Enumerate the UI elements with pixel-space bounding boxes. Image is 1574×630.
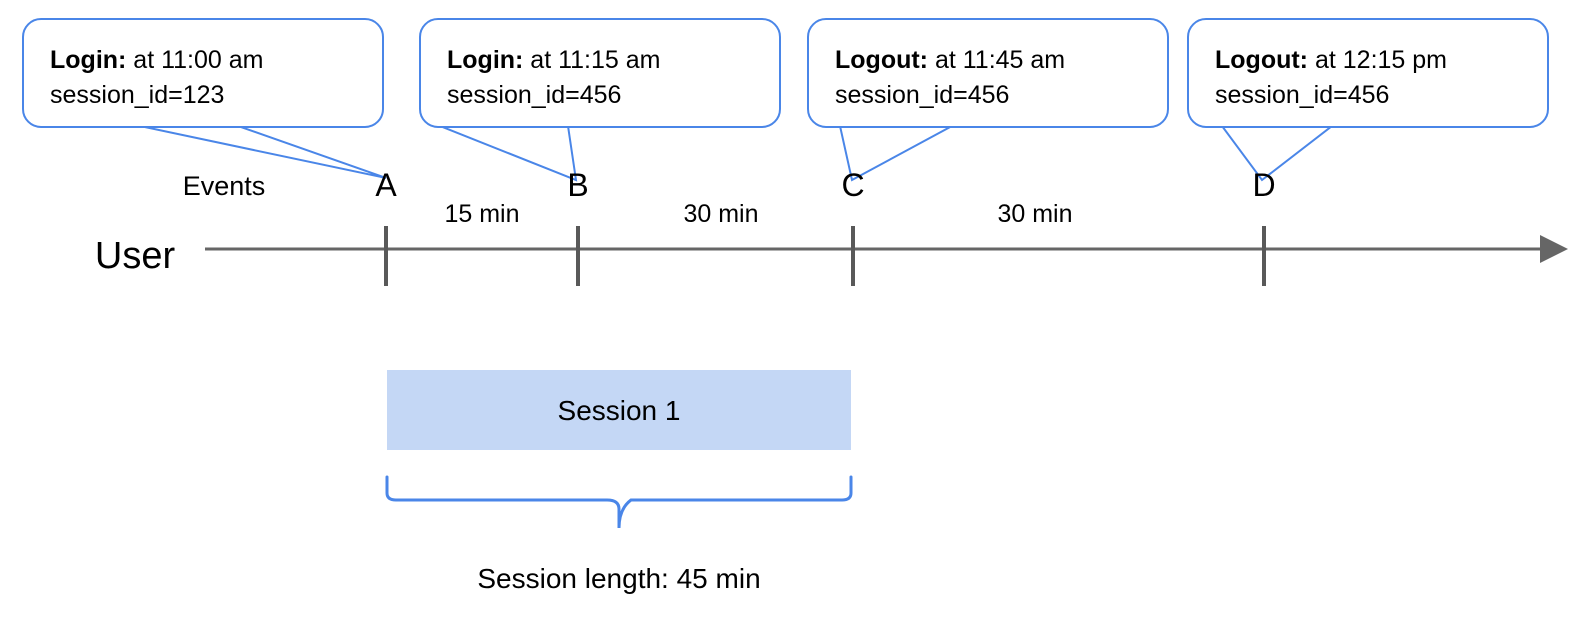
session-length-caption: Session length: 45 min [477,563,760,594]
callout-b-rest: at 11:15 am [523,46,660,74]
interval-label-bc: 30 min [683,200,758,228]
callout-d-box [1187,18,1549,128]
callout-c-box [807,18,1169,128]
callout-a-line2: session_id=123 [50,81,224,109]
svg-text:Logout: at 11:45 am: Logout: at 11:45 am [835,46,1065,74]
callout-d[interactable]: Logout: at 12:15 pm session_id=456 [1187,18,1549,182]
event-letter-b: B [567,167,588,203]
user-row-label: User [95,235,176,277]
callout-a[interactable]: Login: at 11:00 am session_id=123 [22,18,387,179]
svg-text:Login: at 11:00 am: Login: at 11:00 am [50,46,263,74]
session-bar-label: Session 1 [558,395,681,426]
timeline-axis [205,235,1568,263]
callout-d-lead: Logout: [1215,46,1308,74]
callout-b-tail [439,125,578,182]
callout-a-box [22,18,384,128]
session-bar[interactable]: Session 1 [387,370,851,450]
event-letter-a: A [375,167,397,203]
session-span-brace [385,475,853,529]
event-letter-c: C [841,167,864,203]
callout-a-rest: at 11:00 am [126,46,263,74]
callout-d-rest: at 12:15 pm [1308,46,1447,74]
svg-text:Login: at 11:15 am: Login: at 11:15 am [447,46,660,74]
svg-text:Logout: at 12:15 pm: Logout: at 12:15 pm [1215,46,1447,74]
axis-arrow-icon [1540,235,1568,263]
callout-c-lead: Logout: [835,46,928,74]
event-letter-d: D [1252,167,1275,203]
callout-c-rest: at 11:45 am [928,46,1065,74]
callout-b[interactable]: Login: at 11:15 am session_id=456 [419,18,781,182]
interval-label-cd: 30 min [997,200,1072,228]
callout-c-line2: session_id=456 [835,81,1009,109]
callout-b-lead: Login: [447,46,523,74]
callout-d-line2: session_id=456 [1215,81,1389,109]
callout-b-line2: session_id=456 [447,81,621,109]
session-bar-rect [387,370,851,450]
callout-b-box [419,18,781,128]
callout-a-lead: Login: [50,46,126,74]
events-row-label: Events [183,171,266,201]
callout-d-tail [1220,125,1335,182]
callout-c[interactable]: Logout: at 11:45 am session_id=456 [807,18,1169,182]
interval-label-ab: 15 min [444,200,519,228]
